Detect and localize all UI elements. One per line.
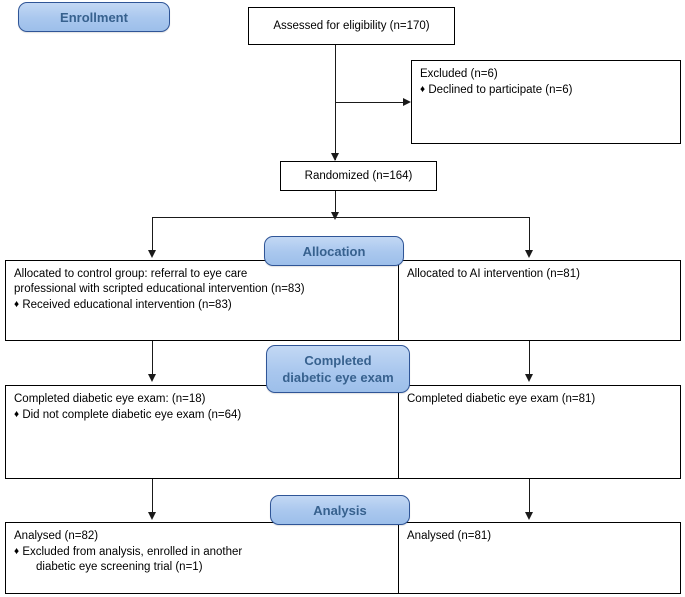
arrowhead-to-exam-intervention <box>524 374 533 382</box>
allocated-control-line2: professional with scripted educational <box>14 283 206 295</box>
allocated-control-line1: Allocated to control group: referral to … <box>14 268 248 280</box>
stage-pill-allocation: Allocation <box>264 236 404 266</box>
assessed-text: Assessed for eligibility (n=170) <box>273 19 430 32</box>
box-allocated-intervention: Allocated to AI intervention (n=81) <box>398 260 681 341</box>
box-analysis-control: Analysed (n=82) ♦ Excluded from analysis… <box>5 522 399 594</box>
box-exam-intervention: Completed diabetic eye exam (n=81) <box>398 385 681 479</box>
analysis-intervention-heading: Analysed (n=81) <box>407 530 492 542</box>
stage-pill-completed-exam: Completed diabetic eye exam <box>266 345 410 393</box>
connector-allocation-split-bar <box>152 217 530 218</box>
arrowhead-to-analysis-intervention <box>524 512 533 520</box>
excluded-heading: Excluded (n=6) <box>420 68 498 80</box>
box-allocated-control: Allocated to control group: referral to … <box>5 260 399 341</box>
analysis-control-bullet-0: ♦ Excluded from analysis, enrolled in an… <box>14 544 390 575</box>
connector-intervention-alloc-to-exam <box>529 341 530 377</box>
connector-split-right-down <box>529 217 530 253</box>
analysis-control-heading: Analysed (n=82) <box>14 530 99 542</box>
allocated-control-bullet-0: ♦ Received educational intervention (n=8… <box>14 297 390 313</box>
arrowhead-to-allocation-control <box>147 250 156 258</box>
diamond-bullet-icon: ♦ <box>14 409 20 420</box>
arrowhead-to-analysis-control <box>147 512 156 520</box>
exam-control-bullet-0: ♦ Did not complete diabetic eye exam (n=… <box>14 407 390 423</box>
excluded-bullet-0-text: Declined to participate (n=6) <box>428 84 573 96</box>
allocated-control-bullet-0-text: Received educational intervention (n=83) <box>22 299 232 311</box>
stage-pill-enrollment: Enrollment <box>18 2 170 32</box>
box-analysis-intervention: Analysed (n=81) <box>398 522 681 594</box>
stage-pill-enrollment-label: Enrollment <box>60 9 128 25</box>
diamond-bullet-icon: ♦ <box>14 299 20 310</box>
connector-to-excluded <box>335 102 403 103</box>
allocated-intervention-heading: Allocated to AI intervention (n=81) <box>407 268 580 280</box>
connector-intervention-exam-to-analysis <box>529 479 530 515</box>
exam-control-heading: Completed diabetic eye exam: (n=18) <box>14 393 206 405</box>
stage-pill-completed-exam-line1: Completed <box>304 353 372 368</box>
stage-pill-analysis: Analysis <box>270 495 410 525</box>
excluded-bullet-0: ♦ Declined to participate (n=6) <box>420 82 672 98</box>
exam-intervention-heading: Completed diabetic eye exam (n=81) <box>407 393 596 405</box>
box-excluded: Excluded (n=6) ♦ Declined to participate… <box>411 60 681 144</box>
arrowhead-to-randomized <box>330 153 339 161</box>
diamond-bullet-icon: ♦ <box>420 84 426 95</box>
box-assessed-for-eligibility: Assessed for eligibility (n=170) <box>248 7 455 45</box>
arrowhead-to-excluded <box>403 98 411 106</box>
arrowhead-to-allocation-intervention <box>524 250 533 258</box>
box-randomized: Randomized (n=164) <box>280 161 437 191</box>
exam-control-bullet-0-text: Did not complete diabetic eye exam (n=64… <box>22 409 242 421</box>
connector-control-alloc-to-exam <box>152 341 153 377</box>
arrowhead-to-exam-control <box>147 374 156 382</box>
analysis-control-bullet-0-text-line1: Excluded from analysis, enrolled in anot… <box>22 546 243 558</box>
analysis-control-bullet-0-text-line2: diabetic eye screening trial (n=1) <box>36 561 203 573</box>
stage-pill-analysis-label: Analysis <box>313 502 367 518</box>
allocated-control-line3: intervention (n=83) <box>208 283 305 295</box>
randomized-text: Randomized (n=164) <box>304 169 413 182</box>
connector-split-left-down <box>152 217 153 253</box>
connector-randomized-down <box>335 191 336 217</box>
stage-pill-allocation-label: Allocation <box>302 243 366 259</box>
box-exam-control: Completed diabetic eye exam: (n=18) ♦ Di… <box>5 385 399 479</box>
connector-control-exam-to-analysis <box>152 479 153 515</box>
stage-pill-completed-exam-line2: diabetic eye exam <box>282 370 394 385</box>
arrowhead-randomized-center <box>330 212 339 220</box>
diamond-bullet-icon: ♦ <box>14 546 20 557</box>
